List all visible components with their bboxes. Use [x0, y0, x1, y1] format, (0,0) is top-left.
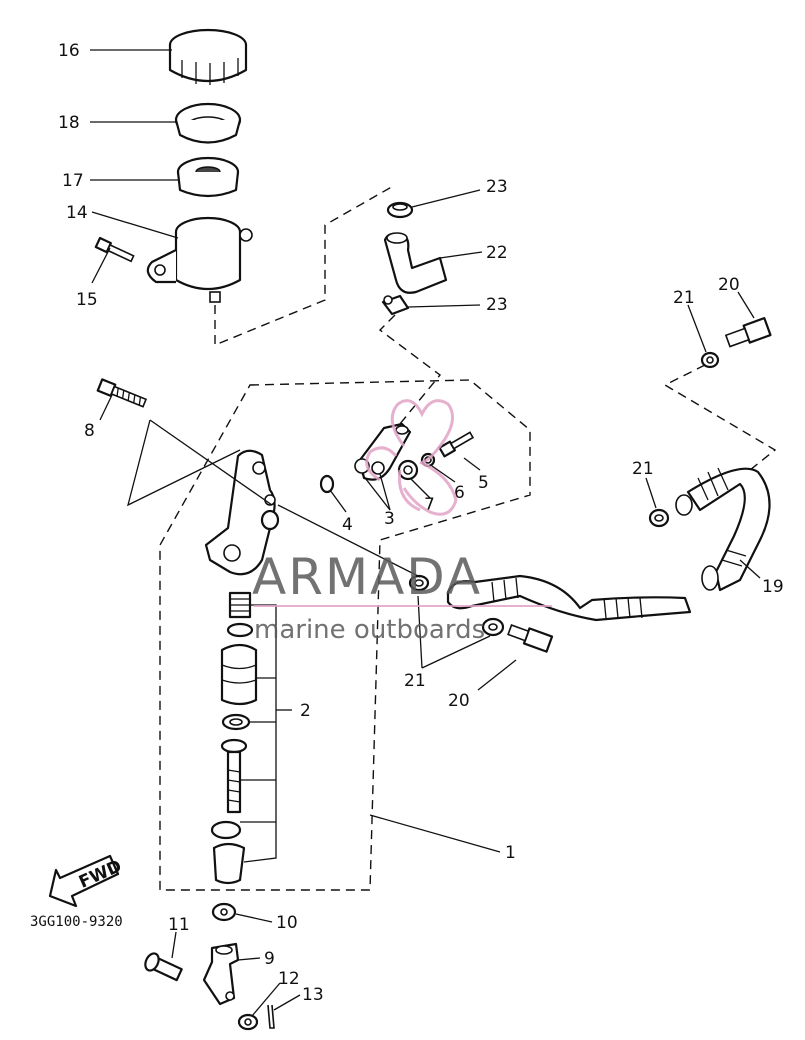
mounting-bolt [96, 378, 148, 408]
union-washer [397, 459, 419, 481]
copper-washer [408, 574, 430, 592]
brake-hose [446, 467, 771, 622]
diaphragm [176, 156, 240, 198]
piston-kit [210, 591, 258, 885]
o-ring [319, 474, 335, 494]
reservoir-hose [383, 232, 448, 294]
callout-4: 4 [342, 515, 353, 535]
callout-16: 16 [58, 41, 80, 61]
callout-5: 5 [478, 473, 489, 493]
diaphragm-plate [174, 102, 242, 144]
callout-21-lower: 21 [404, 671, 426, 691]
banjo-dash-line [663, 364, 777, 471]
callout-6: 6 [454, 483, 465, 503]
callout-18: 18 [58, 113, 80, 133]
diagram-code: 3GG100-9320 [30, 914, 123, 930]
callout-10: 10 [276, 913, 298, 933]
callout-13: 13 [302, 985, 324, 1005]
callout-22: 22 [486, 243, 508, 263]
copper-washer [648, 508, 670, 528]
plain-washer [237, 1013, 259, 1031]
callout-3: 3 [384, 509, 395, 529]
callout-14: 14 [66, 203, 88, 223]
assembly-outline-master-cylinder [159, 379, 531, 891]
callout-19: 19 [762, 577, 784, 597]
reservoir-tank [146, 216, 253, 303]
callout-12: 12 [278, 969, 300, 989]
watermark-logo-icon [365, 399, 458, 516]
callout-20-upper: 20 [718, 275, 740, 295]
watermark-brand: ARMADA [252, 548, 482, 606]
union-bolt [724, 317, 772, 348]
master-cylinder-body [204, 449, 280, 576]
rod-end-clevis [202, 942, 240, 1006]
callout-7: 7 [424, 495, 435, 515]
callout-2: 2 [300, 701, 311, 721]
callout-23-upper: 23 [486, 177, 508, 197]
callout-11: 11 [168, 915, 190, 935]
copper-washer [481, 617, 505, 637]
leader-lines [90, 49, 761, 1017]
watermark: ARMADA marine outboards [252, 399, 552, 645]
callout-20-lower: 20 [448, 691, 470, 711]
reservoir-cap [168, 28, 248, 85]
union-bolt [507, 624, 554, 653]
reservoir-bolt [94, 236, 135, 263]
callout-23-lower: 23 [486, 295, 508, 315]
forward-arrow-icon: FWD [48, 854, 125, 908]
callout-1: 1 [505, 843, 516, 863]
clevis-pin [144, 952, 183, 982]
hose-clip-lower [381, 294, 410, 316]
copper-washer [700, 351, 720, 369]
callout-21-right: 21 [632, 459, 654, 479]
callout-8: 8 [84, 421, 95, 441]
watermark-tagline: marine outboards [254, 615, 485, 645]
reservoir-hose-dash-line [214, 184, 396, 347]
callout-21-upper: 21 [673, 288, 695, 308]
callout-17: 17 [62, 171, 84, 191]
lock-nut [211, 902, 237, 922]
cotter-pin [267, 1004, 275, 1029]
hose-to-union-dash-line [378, 314, 442, 431]
union-screw [438, 431, 475, 458]
hose-clip-upper [386, 201, 414, 219]
callout-9: 9 [264, 949, 275, 969]
callout-15: 15 [76, 290, 98, 310]
